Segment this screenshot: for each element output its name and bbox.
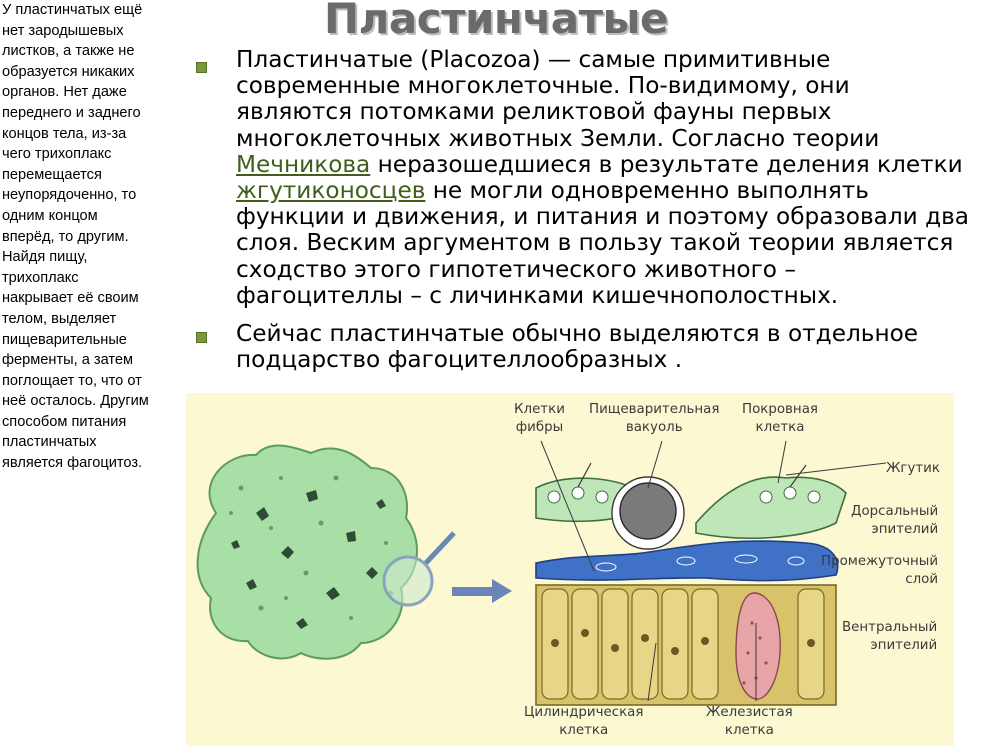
paragraph-line: подцарство фагоцителлообразных .: [236, 346, 683, 374]
paragraph-line: Мечникова неразошедшиеся в результате де…: [236, 150, 969, 178]
link-flagellates[interactable]: жгутиконосцев: [236, 177, 426, 205]
sidebar-line: неё осталось. Другим: [2, 393, 149, 410]
sidebar-line: Найдя пищу,: [2, 249, 88, 266]
sidebar-line: накрывает её своим: [2, 290, 139, 307]
paragraph-line: Пластинчатые (Placozoa) — самые примитив…: [236, 46, 831, 73]
sidebar-line: чего трихоплакс: [2, 146, 112, 163]
label-flagellum: Жгутик: [886, 461, 940, 476]
sidebar-line: ферменты, а затем: [2, 352, 134, 369]
paragraph-1: Пластинчатые (Placozoa) — самые примитив…: [236, 46, 969, 309]
paragraph-line: жгутиконосцев не могли одновременно выпо…: [236, 177, 969, 205]
sidebar-line: нет зародышевых: [2, 22, 124, 39]
magnifier-icon: [382, 531, 456, 607]
body-inclusions: [231, 490, 386, 629]
sidebar-description: У пластинчатых ещё нет зародышевых листк…: [2, 0, 190, 474]
paragraph-text: неразошедшиеся в результате деления клет…: [370, 150, 963, 178]
bullet-marker: [196, 62, 207, 73]
paragraph-line: многоклеточных животных Земли. Согласно …: [236, 124, 880, 152]
sidebar-line: органов. Нет даже: [2, 84, 127, 101]
sidebar-line: способом питания: [2, 413, 127, 430]
paragraph-line: фагоцителлы – с личинками кишечнополостн…: [236, 281, 839, 309]
sidebar-line: пищеварительные: [2, 331, 127, 348]
sidebar-line: является фагоцитоз.: [2, 455, 143, 472]
tissue-section: [535, 440, 887, 706]
sidebar-line: одним концом: [2, 207, 98, 224]
sidebar-line: переднего и заднего: [2, 104, 141, 121]
paragraph-text: не могли одновременно выполнять: [425, 177, 869, 205]
paragraph-line: слоя. Веским аргументом в пользу такой т…: [236, 229, 954, 257]
sidebar-line: телом, выделяет: [2, 310, 117, 327]
leader-lines: [540, 440, 787, 702]
paragraph-line: функции и движения, и питания и поэтому …: [236, 203, 969, 231]
sidebar-line: трихоплакс: [2, 269, 79, 286]
slide-title: Пластинчатые: [324, 0, 668, 43]
sidebar-line: концов тела, из-за: [2, 125, 127, 142]
paragraph-line: Сейчас пластинчатые обычно выделяются в …: [236, 320, 919, 347]
sidebar-line: перемещается: [2, 166, 102, 183]
paragraph-line: современные многоклеточные. По-видимому,…: [236, 72, 850, 100]
paragraph-line: сходство этого гипотетического животного…: [236, 255, 796, 283]
sidebar-line: неупорядоченно, то: [2, 187, 137, 204]
sidebar-line: У пластинчатых ещё: [2, 2, 143, 18]
sidebar-line: вперёд, то другим.: [2, 228, 129, 245]
sidebar-line: поглощает то, что от: [2, 372, 142, 389]
arrow-icon: [452, 579, 512, 603]
paragraph-line: являются потомками реликтовой фауны перв…: [236, 98, 832, 126]
sidebar-line: листков, а также не: [2, 43, 135, 60]
bullet-marker: [196, 332, 207, 343]
trichoplax-body: [196, 444, 418, 660]
sidebar-line: образуется никаких: [2, 63, 135, 80]
paragraph-2: Сейчас пластинчатые обычно выделяются в …: [236, 320, 919, 374]
sidebar-line: пластинчатых: [2, 434, 97, 451]
trichoplax-illustration: [186, 393, 954, 746]
link-mechnikov[interactable]: Мечникова: [236, 150, 371, 178]
